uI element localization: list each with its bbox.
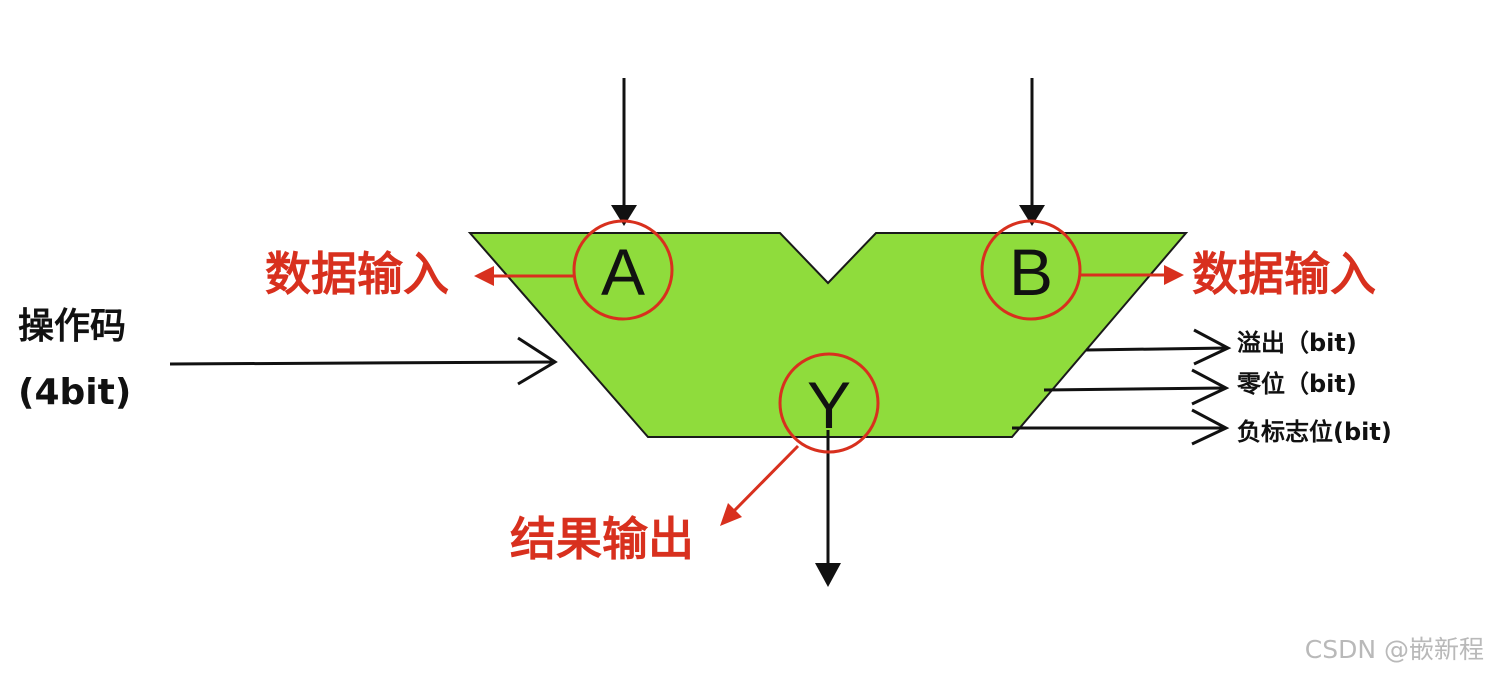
opcode-width-label: (4bit) [18, 372, 131, 413]
annotation-arrow-right [1080, 265, 1184, 285]
port-y-circle [778, 352, 880, 454]
alu-body [467, 232, 1189, 438]
annotation-arrow-left [474, 266, 574, 286]
flag-zero-label: 零位（bit) [1236, 370, 1357, 398]
port-a-label: A [601, 235, 645, 309]
opcode-label: 操作码 [18, 306, 126, 347]
flag-zero-arrow [1043, 368, 1230, 406]
opcode-arrow [169, 336, 558, 386]
port-a-circle [572, 219, 674, 321]
port-b-label: B [1009, 235, 1053, 309]
flag-negative-arrow [1012, 408, 1230, 446]
result-output-label: 结果输出 [510, 512, 694, 566]
data-input-left-label: 数据输入 [265, 247, 449, 301]
data-input-right-label: 数据输入 [1192, 247, 1376, 301]
input-a-arrow [611, 78, 637, 226]
port-y-label: Y [807, 368, 851, 442]
output-y-arrow [815, 430, 841, 587]
watermark: CSDN @嵌新程 [1305, 635, 1484, 664]
flag-overflow-label: 溢出（bit) [1237, 329, 1357, 357]
annotation-arrow-result [720, 444, 800, 526]
flag-overflow-arrow [1085, 328, 1232, 366]
port-b-circle [980, 219, 1082, 321]
input-b-arrow [1019, 78, 1045, 226]
flag-negative-label: 负标志位(bit) [1237, 418, 1392, 446]
